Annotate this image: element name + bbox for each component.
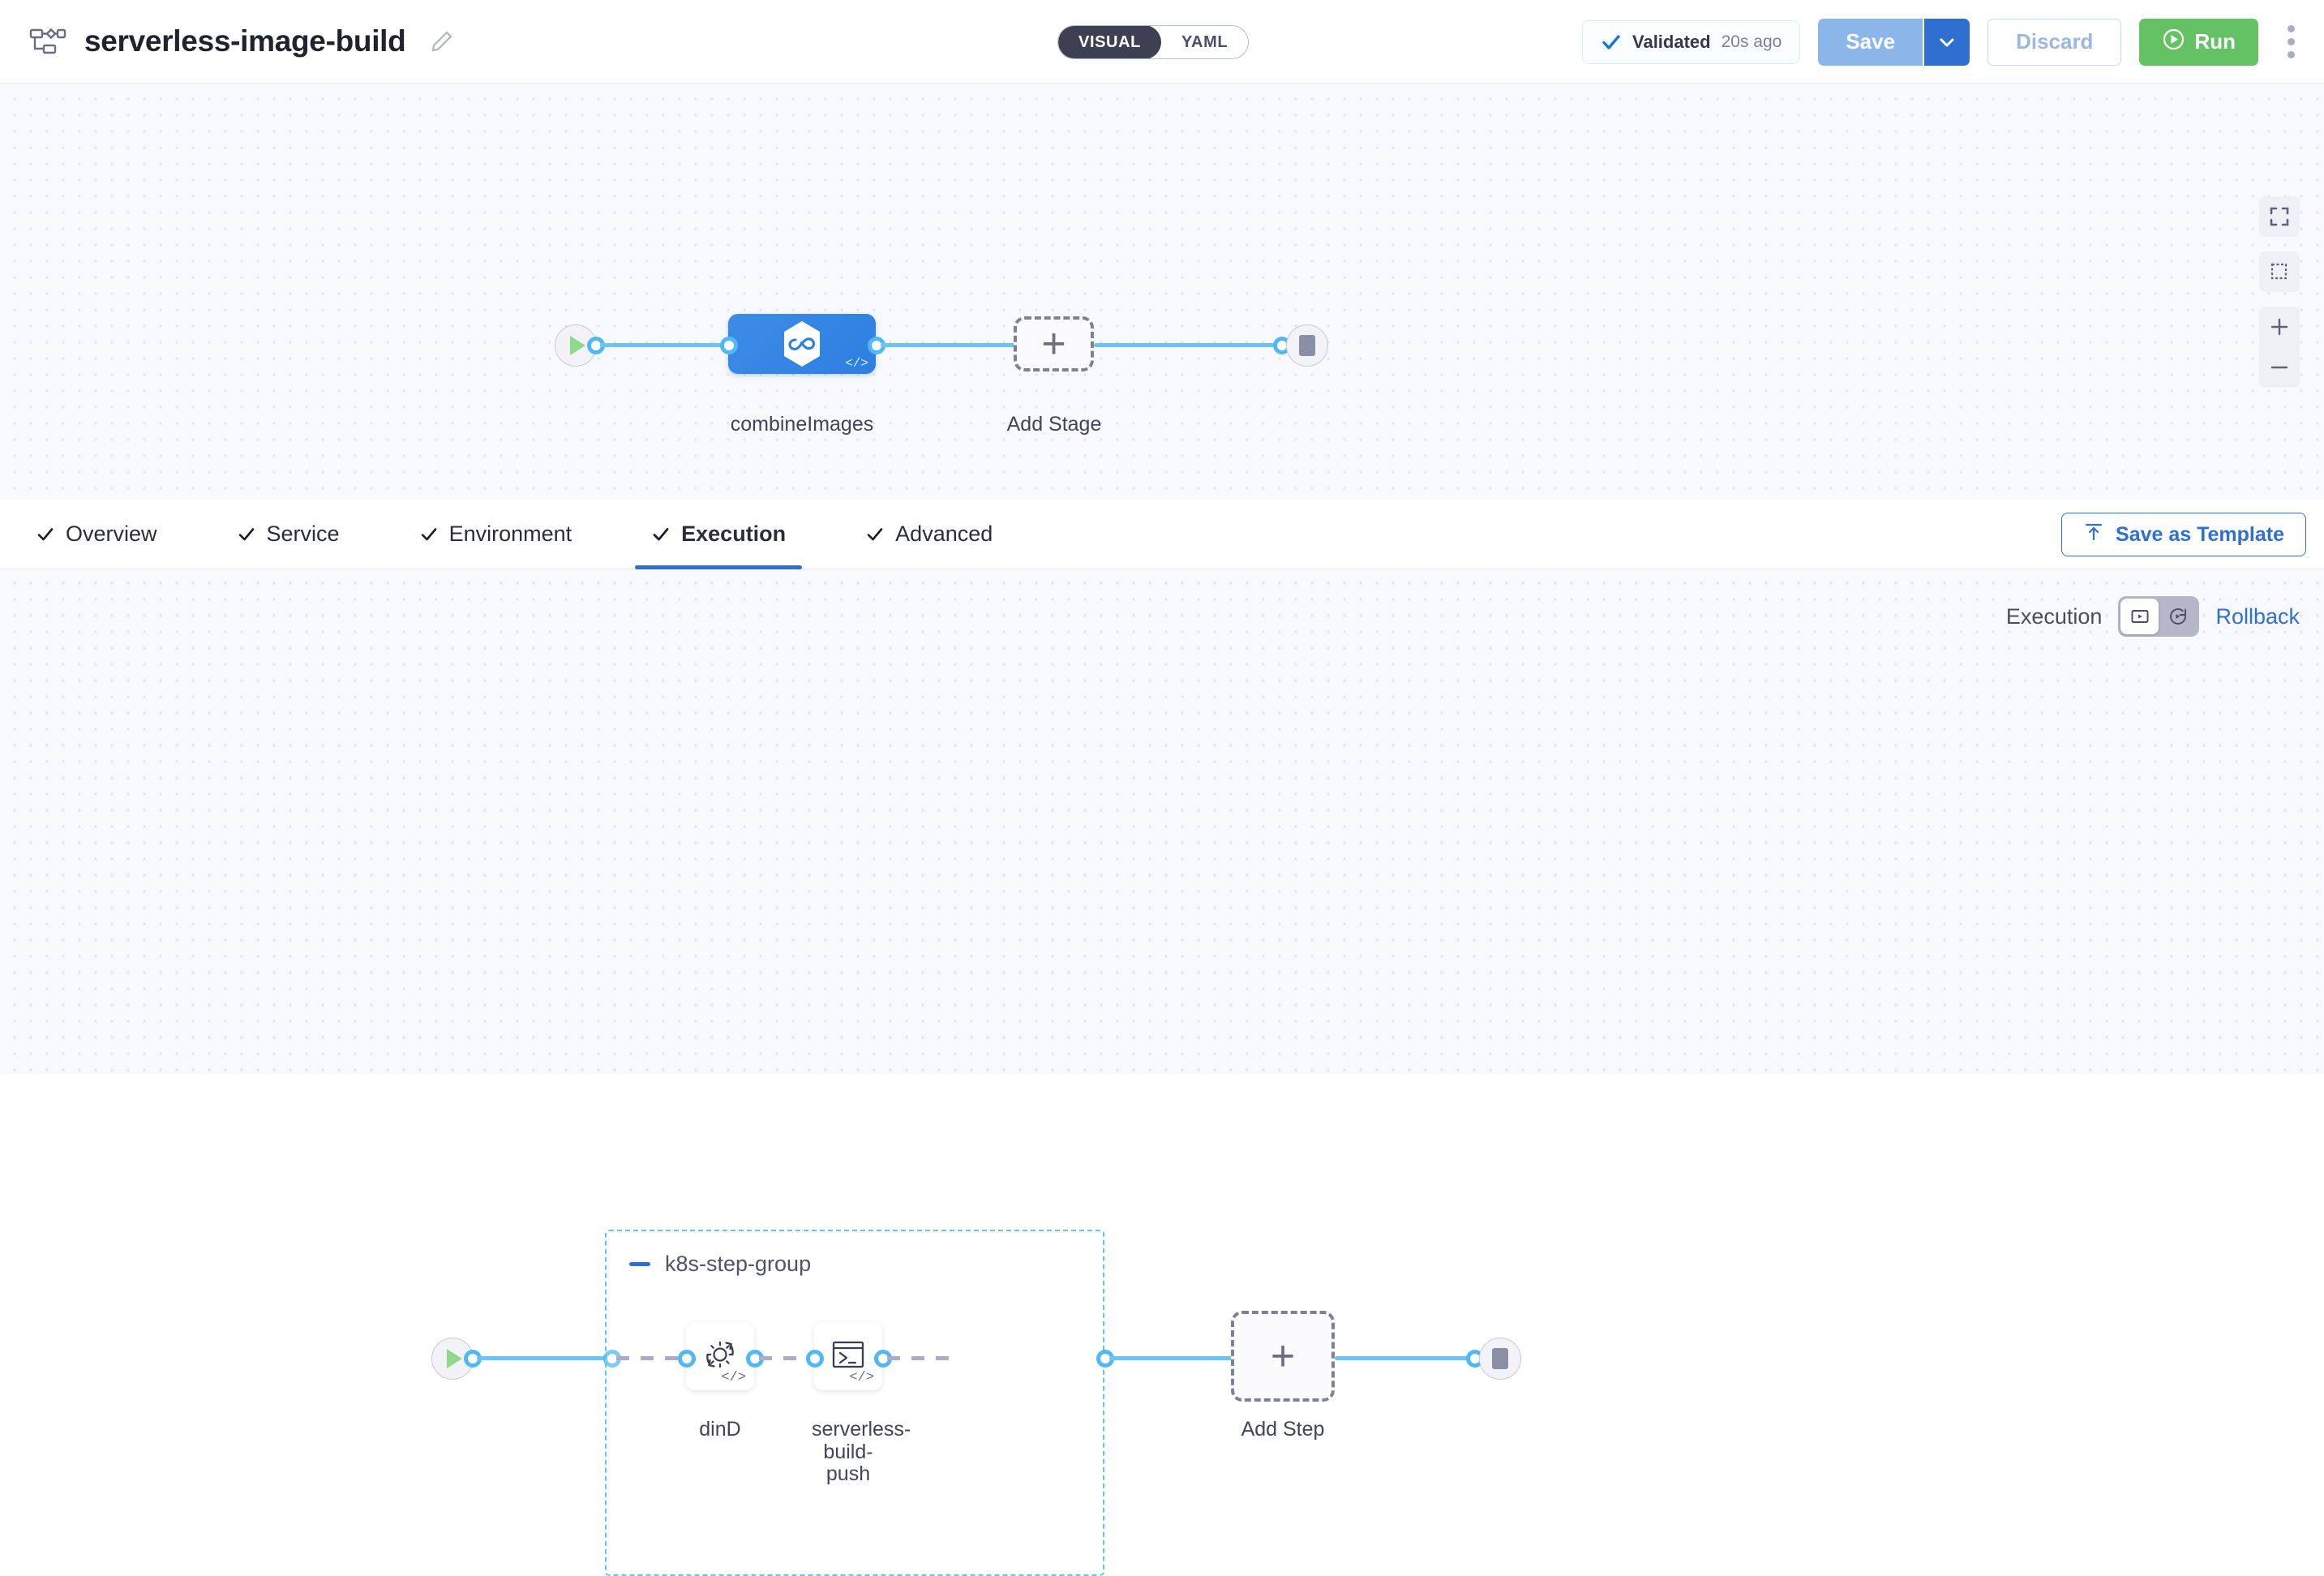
edge-addstep-to-end	[1335, 1356, 1469, 1360]
check-icon	[651, 525, 671, 544]
selection-box-icon[interactable]	[2259, 251, 2300, 292]
rollback-rotate-icon[interactable]	[2159, 599, 2197, 634]
tab-overview[interactable]: Overview	[36, 500, 187, 569]
edge-group-to-dind	[616, 1356, 688, 1360]
play-in-box-icon[interactable]	[2120, 599, 2159, 634]
check-icon	[865, 525, 885, 544]
stop-icon	[1492, 1348, 1508, 1369]
stop-icon	[1299, 335, 1315, 356]
validated-label: Validated	[1632, 31, 1711, 52]
check-icon	[419, 525, 439, 544]
tab-label: Service	[266, 522, 340, 546]
stage-input-port[interactable]	[720, 337, 738, 354]
zoom-in-icon[interactable]	[2259, 307, 2300, 347]
step-node-dind[interactable]: </>	[686, 1322, 754, 1390]
zoom-out-icon[interactable]	[2259, 347, 2300, 388]
fit-to-screen-icon[interactable]	[2259, 196, 2300, 237]
run-button[interactable]: Run	[2139, 18, 2258, 66]
code-badge: </>	[721, 1370, 746, 1385]
stage-node-combineimages[interactable]: </>	[728, 314, 876, 374]
discard-button[interactable]: Discard	[1987, 18, 2122, 66]
tab-visual[interactable]: VISUAL	[1058, 26, 1161, 58]
page-title: serverless-image-build	[84, 24, 406, 58]
top-header: serverless-image-build VISUAL YAML Valid…	[0, 0, 2324, 84]
step-label-serverless-build-push: serverless- build-push	[812, 1418, 911, 1485]
edge-start-to-stage	[600, 343, 733, 347]
run-label: Run	[2194, 29, 2236, 54]
stage-diagram: </> + combineImages Add Stage	[0, 84, 2324, 500]
edge-stage-to-addstage	[881, 343, 1015, 347]
step-node-serverless-build-push[interactable]: </>	[814, 1322, 882, 1390]
stage-graph-canvas[interactable]: </> + combineImages Add Stage	[0, 84, 2324, 500]
play-icon	[570, 336, 585, 355]
pipeline-flow-icon	[29, 27, 66, 56]
stage-label-combineimages: combineImages	[730, 413, 874, 436]
execution-graph-canvas[interactable]: Execution Rollback	[0, 570, 2324, 1576]
tab-environment[interactable]: Environment	[419, 500, 602, 569]
tab-execution[interactable]: Execution	[635, 500, 815, 569]
save-button-group[interactable]: Save	[1818, 18, 1970, 66]
tab-label: Advanced	[895, 522, 993, 546]
step-group-header[interactable]: k8s-step-group	[629, 1252, 811, 1277]
rollback-mode-label[interactable]: Rollback	[2215, 603, 2300, 629]
step-group-label: k8s-step-group	[665, 1252, 812, 1276]
minus-icon[interactable]	[629, 1262, 650, 1266]
tab-service[interactable]: Service	[237, 500, 369, 569]
check-icon	[237, 525, 256, 544]
validated-time: 20s ago	[1721, 32, 1782, 51]
code-badge: </>	[849, 1370, 874, 1385]
tab-advanced[interactable]: Advanced	[865, 500, 1022, 569]
template-upload-icon	[2083, 522, 2104, 548]
step-group-k8s[interactable]	[605, 1230, 1104, 1576]
add-stage-button[interactable]: +	[1014, 316, 1094, 371]
check-icon	[36, 525, 55, 544]
step-label-dind: dinD	[699, 1418, 741, 1441]
tab-label: Overview	[66, 522, 157, 546]
pipeline-end-node[interactable]	[1286, 324, 1328, 367]
execution-mode-label: Execution	[2005, 603, 2103, 629]
edge-group-to-addstep	[1109, 1356, 1233, 1360]
tab-list: Overview Service Environment Execution A…	[36, 500, 1072, 569]
header-actions: Validated 20s ago Save Discard Run	[1582, 0, 2324, 84]
dind-input-port[interactable]	[678, 1350, 696, 1368]
check-icon	[1601, 32, 1622, 53]
status-badge: Validated 20s ago	[1582, 19, 1801, 64]
tab-label: Environment	[448, 522, 572, 546]
plus-icon: +	[1270, 1333, 1296, 1380]
play-icon	[447, 1349, 462, 1368]
pencil-edit-icon[interactable]	[430, 29, 454, 54]
mode-pill-toggle[interactable]	[2118, 596, 2200, 637]
edge-start-to-group	[477, 1356, 607, 1360]
tab-label: Execution	[681, 522, 787, 546]
build-input-port[interactable]	[806, 1350, 824, 1368]
kebab-menu-icon[interactable]	[2276, 17, 2306, 67]
add-step-button[interactable]: +	[1231, 1311, 1335, 1402]
save-button[interactable]: Save	[1818, 18, 1923, 66]
edge-build-to-groupexit	[887, 1356, 957, 1360]
canvas-tools	[2259, 196, 2300, 388]
stage-tabs-bar: Overview Service Environment Execution A…	[0, 500, 2324, 569]
play-circle-icon	[2162, 28, 2185, 57]
plus-icon: +	[1041, 320, 1066, 367]
save-dropdown-button[interactable]	[1923, 18, 1970, 66]
header-left-group: serverless-image-build	[29, 24, 454, 58]
harness-hexagon-infinity-icon	[779, 319, 825, 369]
tab-yaml[interactable]: YAML	[1161, 26, 1248, 58]
edge-addstage-to-end	[1094, 343, 1276, 347]
view-mode-toggle[interactable]: VISUAL YAML	[1057, 25, 1250, 59]
save-as-template-label: Save as Template	[2116, 522, 2284, 546]
execution-rollback-toggle: Execution Rollback	[2006, 596, 2300, 637]
zoom-controls	[2259, 307, 2300, 388]
add-stage-label: Add Stage	[1006, 413, 1102, 436]
save-as-template-button[interactable]: Save as Template	[2061, 513, 2306, 556]
code-badge: </>	[845, 356, 868, 371]
add-step-label: Add Step	[1241, 1418, 1325, 1441]
execution-end-node[interactable]	[1479, 1338, 1521, 1380]
